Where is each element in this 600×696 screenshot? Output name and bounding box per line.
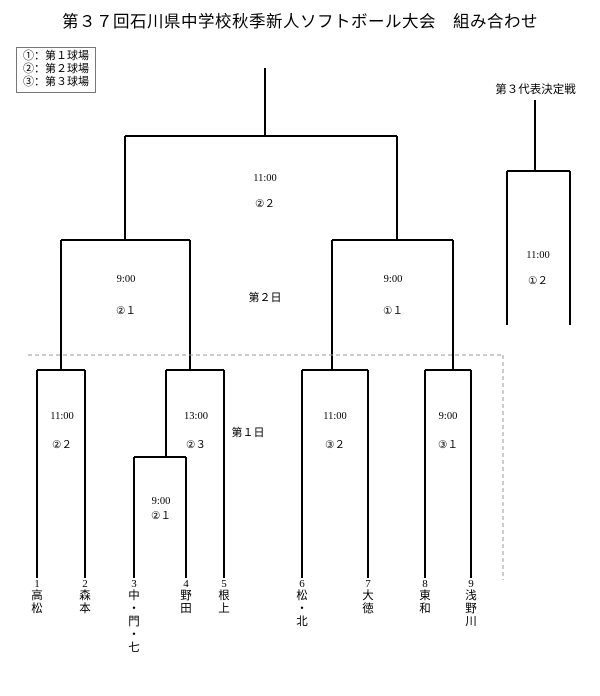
r1-m2-time: 13:00 (184, 411, 208, 422)
day1-label: 第１日 (231, 427, 265, 439)
legend-row-1: ①：第１球場 (23, 50, 89, 62)
team-name: 大徳 (362, 590, 374, 616)
team-number: 8 (422, 578, 428, 590)
semi-right-time: 9:00 (383, 274, 403, 285)
team-number: 1 (34, 578, 40, 590)
team-name: 東和 (419, 590, 431, 616)
team-entry: 3 中・門・七 (123, 578, 145, 655)
third-place-venue: ①２ (528, 276, 548, 287)
team-entry: 9 浅野川 (460, 578, 482, 629)
team-number: 3 (131, 578, 137, 590)
team-number: 7 (365, 578, 371, 590)
day2-label: 第２日 (248, 292, 282, 304)
team-entry: 8 東和 (414, 578, 436, 616)
semi-left-venue: ②１ (116, 306, 136, 317)
team-entry: 6 松・北 (291, 578, 313, 629)
r1-m3-venue: ③２ (325, 440, 345, 451)
team-name: 野田 (180, 590, 192, 616)
team-entry: 4 野田 (175, 578, 197, 616)
r0-venue: ②１ (151, 511, 171, 522)
legend-row-3: ③：第３球場 (23, 75, 89, 88)
team-entry: 2 森本 (74, 578, 96, 616)
team-number: 6 (299, 578, 305, 590)
team-name: 高松 (31, 590, 43, 616)
team-entry: 1 高松 (26, 578, 48, 616)
semi-left-time: 9:00 (116, 274, 136, 285)
team-number: 2 (82, 578, 88, 590)
r1-m2-venue: ②３ (186, 440, 206, 451)
r1-m1-venue: ②２ (52, 440, 72, 451)
r1-m4-time: 9:00 (438, 411, 458, 422)
page-title: 第３７回石川県中学校秋季新人ソフトボール大会 組み合わせ (62, 12, 538, 31)
final-time: 11:00 (253, 173, 277, 184)
r0-time: 9:00 (151, 496, 171, 507)
team-name: 森本 (79, 590, 91, 616)
team-number: 9 (468, 578, 474, 590)
team-entry: 7 大徳 (357, 578, 379, 616)
team-name: 松・北 (296, 590, 308, 629)
team-number: 4 (183, 578, 189, 590)
r1-m3-time: 11:00 (323, 411, 347, 422)
team-number: 5 (221, 578, 227, 590)
team-entry: 5 根上 (213, 578, 235, 616)
third-place-heading: 第３代表決定戦 (495, 84, 576, 96)
third-place-time: 11:00 (526, 250, 550, 261)
venue-legend: ①：第１球場 ②：第２球場 ③：第３球場 (16, 47, 96, 93)
r1-m1-time: 11:00 (50, 411, 74, 422)
final-venue: ②２ (255, 199, 275, 210)
semi-right-venue: ①１ (383, 306, 403, 317)
legend-row-2: ②：第２球場 (23, 62, 89, 75)
team-name: 根上 (218, 590, 230, 616)
team-name: 浅野川 (465, 590, 477, 629)
team-name: 中・門・七 (128, 590, 140, 654)
r1-m4-venue: ③１ (438, 440, 458, 451)
